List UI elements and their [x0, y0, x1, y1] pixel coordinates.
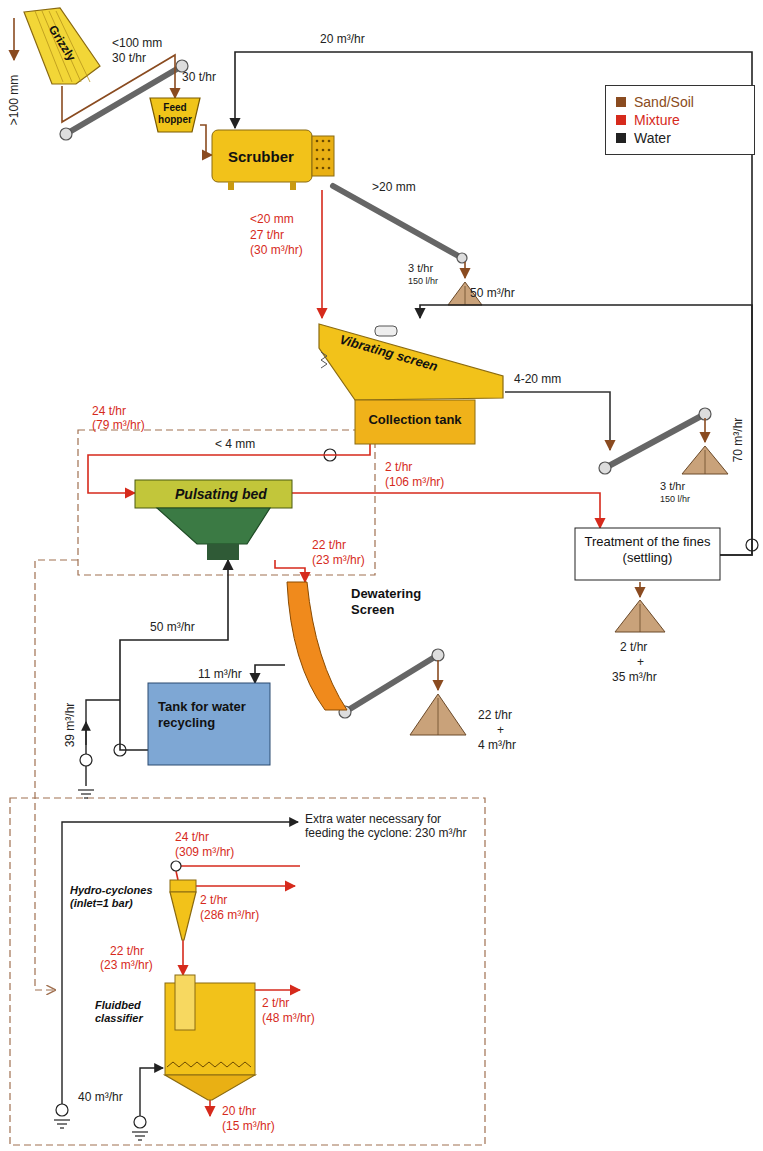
flow-label: 24 t/hr: [175, 830, 209, 844]
flow-connector: [275, 560, 305, 582]
conveyor: [66, 66, 705, 712]
flow-label: 39 m³/hr: [63, 703, 77, 748]
flow-label: 2 t/hr: [262, 996, 289, 1010]
process-box: Treatment of the fines (settling): [575, 528, 720, 580]
hydrocyclone: Hydro-cyclones (inlet=1 bar): [70, 878, 200, 940]
pump-symbol: [56, 449, 758, 1128]
flow-label: 30 t/hr: [182, 70, 216, 84]
flow-label: 30 t/hr: [112, 51, 146, 65]
flow-label: 40 m³/hr: [78, 1090, 123, 1104]
flow-label: 4 m³/hr: [478, 738, 516, 752]
node-text: Collection tank: [359, 412, 471, 428]
flow-label: 50 m³/hr: [150, 620, 195, 634]
node-text: Tank for water recycling: [158, 699, 262, 730]
legend-swatch: [616, 115, 626, 125]
flow-connector: [200, 125, 212, 155]
flow-label: +: [497, 723, 504, 737]
legend-text: Water: [634, 130, 671, 146]
vibrating-screen: Vibrating screenCollection tank: [315, 318, 505, 446]
flow-label: 35 m³/hr: [612, 670, 657, 684]
flow-label: 2 t/hr: [620, 640, 647, 654]
node-text: Treatment of the fines (settling): [581, 534, 714, 565]
flow-label: 3 t/hr: [408, 262, 433, 275]
flow-label: 20 t/hr: [222, 1104, 256, 1118]
dewatering-screen: Dewatering Screen: [285, 582, 435, 712]
legend-row: Water: [616, 130, 744, 146]
conveyor-roller: [60, 60, 711, 718]
flow-label: 11 m³/hr: [198, 667, 242, 681]
node-text: Fluidbed classifier: [95, 999, 163, 1025]
node-text: Scrubber: [228, 148, 304, 166]
flow-label: 150 l/hr: [408, 276, 438, 287]
flow-connector: [182, 940, 184, 975]
flow-label: 20 m³/hr: [320, 32, 365, 46]
flow-label: <100 mm: [112, 36, 162, 50]
shape-outline: [95, 975, 270, 1110]
flow-connector: [255, 665, 285, 683]
flow-label: 24 t/hr: [92, 404, 126, 418]
grizzly-screen: Grizzly: [22, 8, 102, 86]
flow-label: (23 m³/hr): [312, 553, 365, 567]
node-text: Feed hopper: [152, 102, 198, 126]
feed-hopper: Feed hopper: [150, 98, 200, 132]
flow-label: 150 l/hr: [660, 494, 690, 505]
flow-label: 22 t/hr: [312, 538, 346, 552]
flow-label: < 4 mm: [215, 437, 255, 451]
dashed-region: [10, 430, 485, 1145]
flow-connector: [235, 52, 752, 555]
legend-swatch: [616, 97, 626, 107]
flow-label: 3 t/hr: [660, 480, 685, 493]
legend-text: Sand/Soil: [634, 94, 694, 110]
flow-label: 27 t/hr: [250, 228, 284, 242]
legend-box: Sand/SoilMixtureWater: [605, 85, 755, 155]
collection-tank: Collection tank: [355, 400, 475, 444]
flow-label: (30 m³/hr): [250, 243, 303, 257]
shape-outline: [285, 582, 435, 712]
node-text: Pulsating bed: [175, 486, 288, 503]
water-tank: Tank for water recycling: [148, 683, 270, 765]
node-text: Hydro-cyclones (inlet=1 bar): [70, 884, 166, 910]
flow-label: +: [637, 655, 644, 669]
flow-label: >20 mm: [372, 180, 416, 194]
flow-label: 2 t/hr: [200, 893, 227, 907]
flow-label: 50 m³/hr: [470, 286, 515, 300]
flow-connector: [292, 493, 600, 528]
fluidbed-classifier: Fluidbed classifier: [95, 975, 270, 1110]
flow-label: (106 m³/hr): [385, 475, 444, 489]
flow-label: 4-20 mm: [514, 372, 561, 386]
pile-pattern: [438, 286, 705, 735]
scrubber-drum: Scrubber: [212, 128, 334, 190]
solid-flow: [14, 18, 705, 690]
node-text: Dewatering Screen: [351, 586, 431, 617]
flow-label: (15 m³/hr): [222, 1119, 275, 1133]
legend-row: Mixture: [616, 112, 744, 128]
pulsating-bed: Pulsating bed: [135, 478, 292, 560]
flow-label: (309 m³/hr): [175, 845, 234, 859]
flow-label: (286 m³/hr): [200, 908, 259, 922]
flow-label: 70 m³/hr: [731, 418, 745, 463]
flow-label: 22 t/hr: [110, 944, 144, 958]
flow-label: (79 m³/hr): [92, 418, 145, 432]
product-pile: [410, 282, 728, 735]
flow-label: (48 m³/hr): [262, 1011, 315, 1025]
flow-label: 2 t/hr: [385, 460, 412, 474]
legend-row: Sand/Soil: [616, 94, 744, 110]
flow-label: >100 mm: [7, 75, 21, 125]
flow-label: <20 mm: [250, 212, 294, 226]
legend-swatch: [616, 133, 626, 143]
flow-connector: [321, 190, 323, 318]
legend-text: Mixture: [634, 112, 680, 128]
flow-label: 22 t/hr: [478, 708, 512, 722]
flow-label: Extra water necessary for feeding the cy…: [305, 812, 480, 841]
flow-label: (23 m³/hr): [100, 958, 153, 972]
